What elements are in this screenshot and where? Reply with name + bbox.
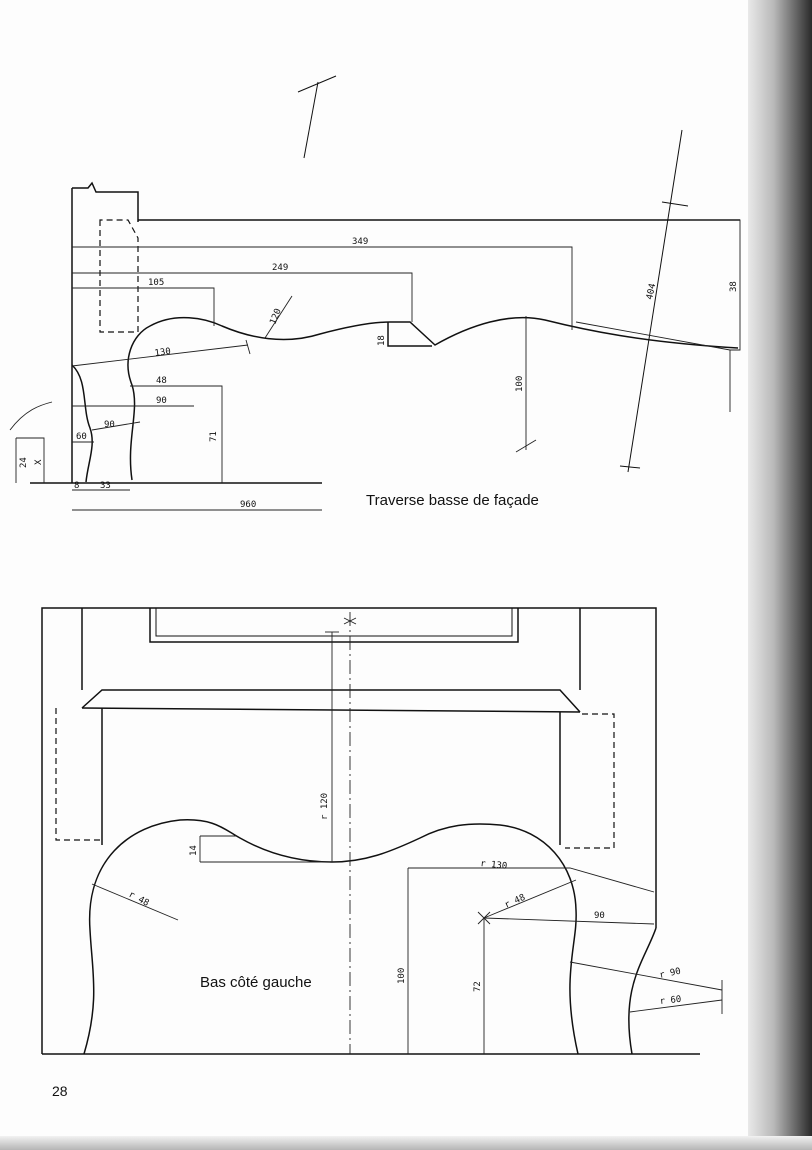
page-number: 28 bbox=[52, 1083, 68, 1099]
dim-label: r 90 bbox=[659, 967, 682, 981]
rail-chamfer bbox=[81, 689, 581, 713]
panel-outer-frame bbox=[41, 607, 657, 1054]
dim-90b-line bbox=[91, 421, 141, 431]
dim-X-line bbox=[16, 437, 45, 483]
dim-label: r 120 bbox=[320, 793, 330, 820]
dim-label: 404 bbox=[645, 283, 658, 301]
page-bottom-shadow bbox=[0, 1136, 812, 1150]
construction-cross bbox=[619, 465, 641, 469]
dim-r130-line bbox=[408, 867, 655, 893]
construction-cross bbox=[661, 201, 689, 207]
dim-130-line bbox=[71, 344, 249, 367]
dim-label: 71 bbox=[209, 431, 219, 442]
side-panel-figure: r 120 14 r 48 r 130 r 48 90 100 72 r 90 … bbox=[41, 607, 723, 1055]
post-top-break bbox=[72, 181, 139, 222]
dim-90-line-b bbox=[483, 917, 655, 925]
dim-38-line bbox=[690, 219, 741, 351]
dim-label: 349 bbox=[352, 237, 368, 247]
tenon-hidden bbox=[99, 219, 139, 333]
top-groove bbox=[149, 608, 519, 643]
figure-caption: Traverse basse de façade bbox=[366, 492, 539, 509]
book-spine-shadow bbox=[748, 0, 812, 1150]
foot-inner-profile bbox=[71, 364, 93, 483]
dim-label: 14 bbox=[189, 845, 199, 856]
dim-label: 48 bbox=[156, 376, 167, 386]
dim-r60-line bbox=[629, 999, 723, 1013]
figure-caption: Bas côté gauche bbox=[200, 974, 312, 991]
construction-line bbox=[627, 129, 683, 473]
step-outline bbox=[387, 322, 432, 347]
dim-71-line bbox=[196, 385, 223, 483]
panel-right-foot bbox=[628, 927, 657, 1055]
dim-label: 100 bbox=[397, 968, 407, 984]
rail-lower-edge bbox=[81, 707, 581, 713]
dim-404-base bbox=[575, 321, 731, 351]
dim-label: 8 bbox=[74, 481, 79, 491]
dim-120-line bbox=[264, 295, 293, 339]
dim-label: 72 bbox=[473, 981, 483, 992]
dim-label: 38 bbox=[729, 281, 739, 292]
dim-label: r 48 bbox=[503, 893, 527, 911]
right-tenon-hidden bbox=[565, 713, 615, 849]
dim-label: 90 bbox=[156, 396, 167, 406]
dim-r48-right bbox=[483, 879, 577, 919]
dim-r48-left bbox=[91, 883, 179, 921]
dim-r90-line bbox=[569, 961, 723, 991]
dim-label: 130 bbox=[154, 347, 171, 359]
dim-349-line bbox=[72, 246, 573, 330]
top-groove-inner bbox=[155, 608, 513, 637]
dim-label: 249 bbox=[272, 263, 288, 273]
dim-label: 100 bbox=[515, 376, 525, 392]
dim-label: X bbox=[34, 459, 44, 465]
dim-label: 90 bbox=[594, 911, 605, 921]
panel-bottom-profile bbox=[83, 819, 579, 1055]
dim-label: 960 bbox=[240, 500, 256, 510]
dim-100-tick bbox=[515, 439, 537, 453]
dim-105-line bbox=[72, 287, 215, 326]
dim-14-line bbox=[199, 835, 330, 863]
dim-label: 24 bbox=[19, 457, 29, 468]
rail-outline bbox=[127, 316, 739, 481]
arc-mark bbox=[9, 401, 53, 431]
dim-label: 33 bbox=[100, 481, 111, 491]
left-tenon-hidden bbox=[55, 708, 100, 841]
dim-label: 120 bbox=[269, 307, 284, 326]
dim-130-tick bbox=[245, 339, 251, 355]
centre-cross bbox=[343, 617, 357, 625]
dim-label: 90 bbox=[104, 420, 115, 430]
dim-label: r 130 bbox=[480, 859, 508, 872]
dim-label: r 60 bbox=[659, 995, 682, 1007]
traverse-figure: 349 249 105 120 130 48 90 60 90 24 X 8 3… bbox=[9, 75, 741, 511]
dim-label: 105 bbox=[148, 278, 164, 288]
construction-line bbox=[303, 81, 319, 159]
dim-label: r 48 bbox=[127, 890, 151, 909]
dim-label: 60 bbox=[76, 432, 87, 442]
construction-cross bbox=[297, 75, 337, 93]
dim-249-line bbox=[72, 272, 413, 322]
dim-label: 18 bbox=[377, 335, 387, 346]
